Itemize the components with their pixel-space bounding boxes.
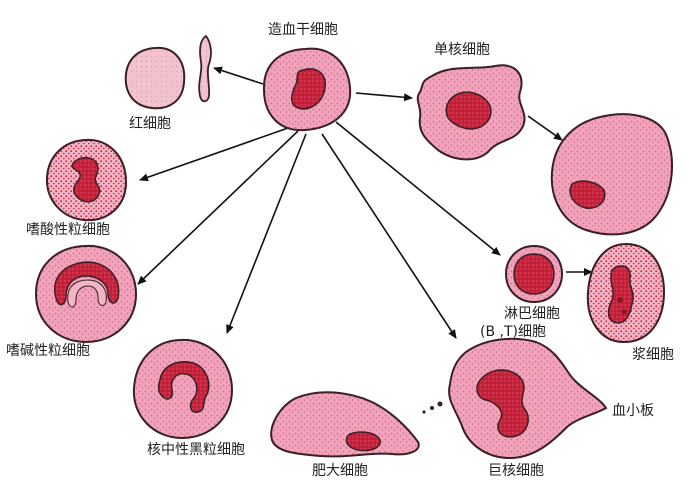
label-platelet: 血小板 xyxy=(612,403,654,419)
arrow-to-red-cell xyxy=(213,66,264,85)
label-basophil: 嗜碱性粒细胞 xyxy=(6,343,90,359)
label-plasma-cell: 浆细胞 xyxy=(632,347,674,363)
arrow-to-megakaryocyte xyxy=(321,133,457,339)
label-red-cell: 红细胞 xyxy=(129,116,171,132)
arrow-to-lymphocyte xyxy=(335,121,501,256)
label-lymphocyte-line1: 淋巴细胞 xyxy=(504,306,560,322)
lymphocyte xyxy=(504,244,564,304)
platelet-dot xyxy=(437,401,443,407)
label-megakaryocyte: 巨核细胞 xyxy=(488,463,544,479)
arrow-to-eosinophil xyxy=(139,127,289,182)
label-lymphocyte-line2: (B ,T)细胞 xyxy=(480,324,546,340)
basophil xyxy=(34,244,138,344)
eosinophil xyxy=(45,138,128,222)
arrow-to-monocyte xyxy=(355,92,413,102)
neutrophil xyxy=(132,338,234,440)
macrophage xyxy=(550,113,673,236)
arrow-to-basophil xyxy=(137,130,299,285)
plasma-cell xyxy=(586,242,666,344)
arrow-to-neutrophil xyxy=(226,133,307,334)
label-monocyte: 单核细胞 xyxy=(434,42,490,58)
platelet-dot xyxy=(422,410,426,414)
platelet-dot xyxy=(430,406,434,410)
red-cell xyxy=(124,34,212,110)
label-mast-cell: 肥大细胞 xyxy=(312,463,368,479)
label-eosinophil: 嗜酸性粒细胞 xyxy=(26,222,110,238)
label-neutrophil: 核中性黑粒细胞 xyxy=(147,442,245,458)
megakaryocyte xyxy=(422,337,608,460)
mast-cell xyxy=(270,391,420,458)
stem-cell xyxy=(262,47,352,132)
arrows xyxy=(137,66,593,339)
label-stem-cell: 造血干细胞 xyxy=(268,22,338,38)
monocyte xyxy=(416,64,526,161)
arrow-monocyte-to-macrophage xyxy=(527,115,563,141)
